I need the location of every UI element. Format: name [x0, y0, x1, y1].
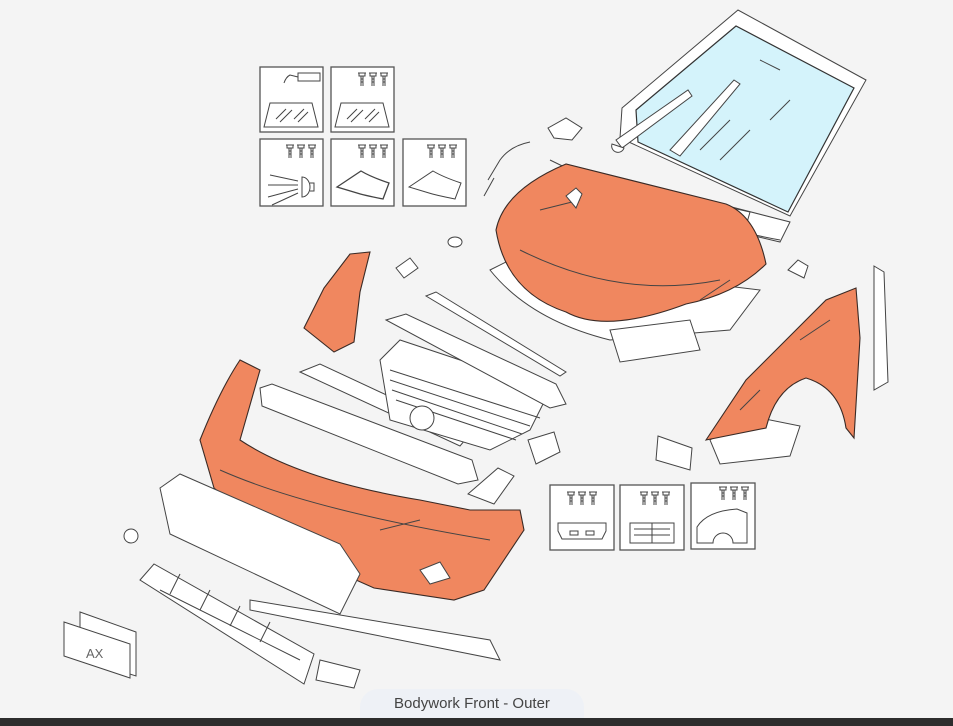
- hood[interactable]: [489, 163, 767, 363]
- right-fender[interactable]: [704, 287, 861, 465]
- bumper-upper-cover[interactable]: [159, 473, 361, 615]
- fog-light-cover[interactable]: [467, 431, 693, 505]
- plate-text: AX: [86, 646, 104, 661]
- wiper-arm[interactable]: [611, 79, 741, 157]
- fender-clips-kit[interactable]: [402, 138, 467, 207]
- windscreen-clips-kit[interactable]: [330, 66, 395, 133]
- grille-clips-kit[interactable]: [619, 484, 685, 551]
- windscreen[interactable]: [619, 9, 867, 217]
- windscreen-adhesive-kit[interactable]: [259, 66, 324, 133]
- washer-nozzle[interactable]: [123, 117, 809, 544]
- headlamp-clips-kit[interactable]: [259, 138, 324, 207]
- bottom-bar: [0, 718, 953, 726]
- wing-clips-kit[interactable]: [690, 482, 756, 550]
- radiator-grille[interactable]: [379, 291, 567, 451]
- left-fender-liner[interactable]: [303, 251, 371, 353]
- lower-grille[interactable]: [139, 563, 501, 689]
- bumper-clips-kit[interactable]: [549, 484, 615, 551]
- hood-clips-kit[interactable]: [330, 138, 395, 207]
- license-plate[interactable]: AX: [63, 611, 137, 679]
- inner-brace[interactable]: [873, 265, 889, 391]
- diagram-title: Bodywork Front - Outer: [360, 689, 584, 723]
